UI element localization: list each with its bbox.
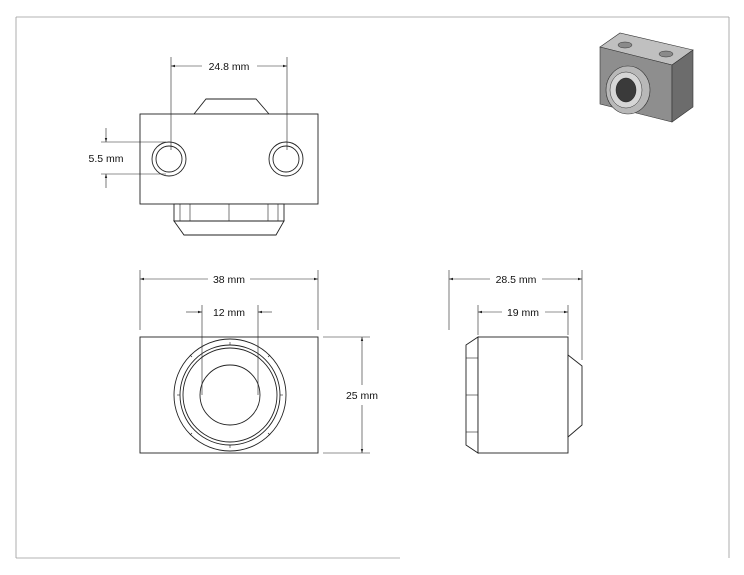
dimension-height: 25 mm — [323, 336, 378, 454]
top-view-nut — [173, 203, 285, 236]
dimension-body-depth-label: 19 mm — [507, 307, 539, 319]
sheet-border — [15, 16, 730, 559]
dimension-width: 38 mm — [139, 270, 319, 330]
dimension-bore: 12 mm — [186, 305, 272, 395]
dimension-height-label: 25 mm — [346, 390, 378, 402]
dimension-bore-label: 12 mm — [213, 307, 245, 319]
dimension-hole-spacing: 24.8 mm — [170, 57, 288, 150]
dimension-hole-spacing-label: 24.8 mm — [209, 61, 250, 73]
mounting-hole-right — [268, 141, 304, 177]
dimension-hole-diameter-label: 5.5 mm — [88, 153, 123, 165]
isometric-view — [599, 32, 694, 123]
dimension-width-label: 38 mm — [213, 274, 245, 286]
dimension-depth: 28.5 mm — [448, 270, 583, 360]
side-view: 28.5 mm 19 mm — [448, 270, 583, 454]
front-view-tick-marks — [177, 342, 283, 448]
front-view: 38 mm 12 mm 25 mm — [139, 270, 378, 454]
dimension-hole-diameter: 5.5 mm — [88, 128, 166, 188]
dimension-depth-label: 28.5 mm — [496, 274, 537, 286]
top-view: 24.8 mm 5.5 mm — [88, 57, 319, 236]
dimension-body-depth: 19 mm — [477, 305, 569, 335]
mounting-hole-left — [151, 141, 187, 177]
